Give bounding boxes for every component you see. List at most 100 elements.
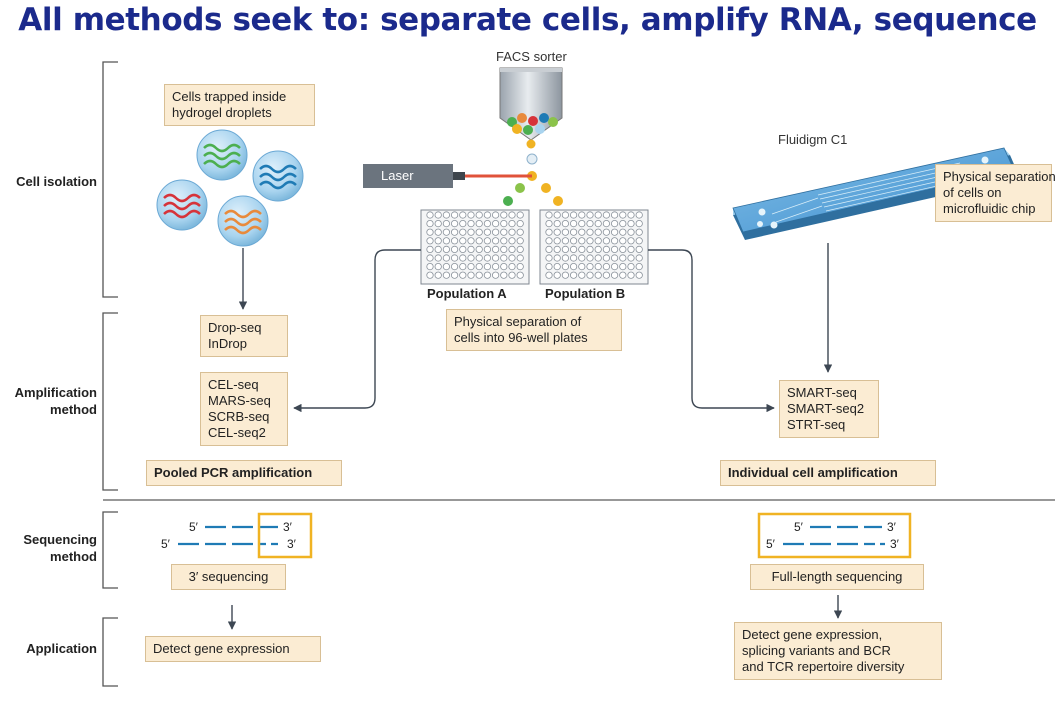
well [545, 254, 553, 262]
well [594, 245, 602, 253]
well [442, 211, 450, 219]
well [450, 245, 459, 253]
well [610, 271, 619, 279]
well [483, 228, 491, 236]
well [602, 237, 611, 245]
facs-sorter-icon [499, 67, 563, 206]
well [483, 262, 491, 271]
well [500, 211, 508, 219]
well [553, 254, 561, 262]
well [594, 220, 602, 228]
well [578, 271, 586, 279]
well [619, 271, 627, 279]
well [635, 254, 643, 262]
well [442, 228, 450, 236]
well [602, 262, 611, 271]
well [627, 237, 635, 245]
well [578, 254, 586, 262]
well [516, 254, 524, 262]
well [619, 228, 627, 236]
well [516, 262, 524, 271]
well [602, 211, 611, 219]
well [459, 245, 467, 253]
row-brackets [102, 61, 118, 687]
well [467, 245, 475, 253]
well [635, 211, 643, 219]
well [475, 211, 483, 219]
well [569, 245, 578, 253]
well [578, 211, 586, 219]
well [475, 245, 483, 253]
individual-cell-label: Individual cell amplification [720, 460, 936, 486]
well [569, 237, 578, 245]
well [500, 237, 508, 245]
three-prime-sequencing-diagram [178, 512, 313, 559]
well [602, 220, 611, 228]
well [500, 262, 508, 271]
well [516, 271, 524, 279]
well [569, 228, 578, 236]
well [491, 237, 500, 245]
laser-icon [363, 164, 532, 188]
well [586, 262, 594, 271]
well [602, 228, 611, 236]
well [516, 211, 524, 219]
well [561, 245, 570, 253]
well [500, 254, 508, 262]
well [483, 254, 491, 262]
well [459, 262, 467, 271]
well [635, 271, 643, 279]
well [450, 262, 459, 271]
well [635, 245, 643, 253]
hydrogel-droplets-icon [156, 129, 304, 247]
plates-caption: Physical separation of cells into 96-wel… [446, 309, 622, 351]
well [491, 245, 500, 253]
pooled-pcr-label: Pooled PCR amplification [146, 460, 342, 486]
well [442, 254, 450, 262]
well [561, 254, 570, 262]
arrow-plates-to-individual [648, 249, 775, 413]
well [434, 262, 442, 271]
well [426, 228, 434, 236]
well [508, 271, 516, 279]
well [442, 220, 450, 228]
well [508, 254, 516, 262]
well [426, 211, 434, 219]
well [553, 228, 561, 236]
well [545, 271, 553, 279]
right-bottom-3prime: 3′ [890, 537, 899, 551]
well [508, 228, 516, 236]
well [475, 220, 483, 228]
well [586, 220, 594, 228]
well [594, 262, 602, 271]
well [553, 271, 561, 279]
well [508, 220, 516, 228]
well [508, 237, 516, 245]
well [553, 245, 561, 253]
well [594, 228, 602, 236]
well [610, 254, 619, 262]
row-label-cell-isolation: Cell isolation [16, 174, 97, 189]
well [491, 254, 500, 262]
well [545, 211, 553, 219]
well [619, 211, 627, 219]
well [442, 245, 450, 253]
well [475, 228, 483, 236]
population-a-label: Population A [427, 286, 507, 301]
well [491, 228, 500, 236]
well [516, 237, 524, 245]
well [586, 271, 594, 279]
right-top-5prime: 5′ [794, 520, 803, 534]
well [434, 220, 442, 228]
well [578, 245, 586, 253]
well [602, 245, 611, 253]
well [459, 254, 467, 262]
well [553, 262, 561, 271]
well [578, 262, 586, 271]
left-bottom-3prime: 3′ [287, 537, 296, 551]
left-top-5prime: 5′ [189, 520, 198, 534]
well [426, 245, 434, 253]
app-right-box: Detect gene expression, splicing variant… [734, 622, 942, 680]
well [442, 262, 450, 271]
well [500, 271, 508, 279]
